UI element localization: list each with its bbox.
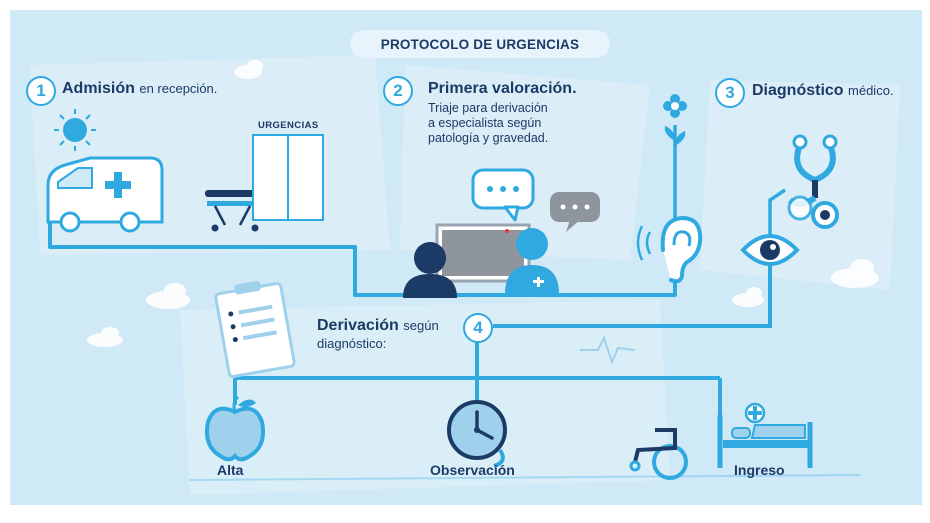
step-4-heading: Derivación según <box>317 317 439 335</box>
step-4-number: 4 <box>463 313 493 343</box>
step-4-subtitle: según <box>403 318 439 333</box>
cloud-icon <box>831 259 879 288</box>
eye-icon <box>740 234 800 266</box>
step-4-subtitle-line2: diagnóstico: <box>317 336 387 351</box>
step-1-title: Admisión <box>62 80 135 97</box>
page-title: PROTOCOLO DE URGENCIAS <box>350 30 610 58</box>
clipboard-icon <box>214 280 296 378</box>
ambulance-icon <box>46 156 164 233</box>
wheelchair-icon <box>629 428 688 480</box>
step-3-heading: Diagnóstico médico. <box>752 82 894 100</box>
doctor-icon <box>403 242 457 298</box>
step-3-number: 3 <box>715 78 745 108</box>
door-sign: URGENCIAS <box>258 120 319 131</box>
diagram-canvas <box>30 55 900 495</box>
step-1-subtitle: en recepción. <box>139 81 218 96</box>
patient-icon <box>505 228 559 294</box>
clock-icon <box>447 400 507 468</box>
sun-icon <box>54 109 96 151</box>
step-4-title: Derivación <box>317 317 399 334</box>
cloud-icon <box>732 287 764 307</box>
outcome-observacion: Observación <box>430 462 515 478</box>
outcome-ingreso: Ingreso <box>734 462 785 478</box>
speech-bubble-icon <box>471 168 535 222</box>
step-3-subtitle: médico. <box>848 83 894 98</box>
speech-bubble-icon <box>550 192 600 232</box>
step-1-heading: Admisión en recepción. <box>62 80 217 98</box>
stretcher-icon <box>205 190 263 232</box>
cloud-icon <box>146 283 190 309</box>
step-2-number: 2 <box>383 76 413 106</box>
ear-icon <box>636 215 703 284</box>
cloud-icon <box>234 60 263 79</box>
flower-icon <box>663 94 687 146</box>
step-1-number: 1 <box>26 76 56 106</box>
heartbeat-icon <box>580 335 636 365</box>
emergency-door-icon <box>252 134 324 221</box>
cloud-icon <box>87 327 123 347</box>
apple-icon <box>205 395 265 462</box>
step-3-title: Diagnóstico <box>752 82 844 99</box>
step-2-description: Triaje para derivación a especialista se… <box>428 101 549 145</box>
stethoscope-icon <box>787 134 839 229</box>
hospital-bed-icon <box>717 402 813 468</box>
outcome-alta: Alta <box>217 462 244 478</box>
infographic: PROTOCOLO DE URGENCIAS 1 Admisión en rec… <box>10 10 922 505</box>
step-2-title: Primera valoración. <box>428 80 577 97</box>
